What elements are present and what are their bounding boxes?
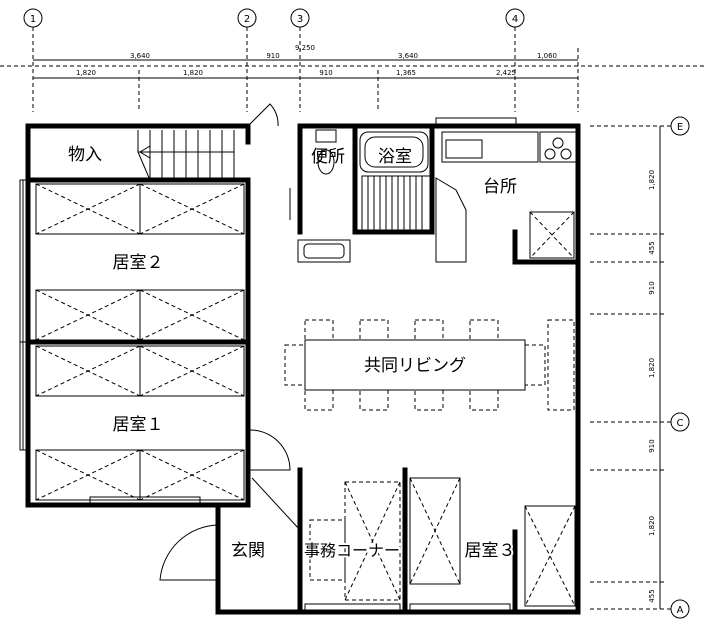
toilet-icon bbox=[317, 149, 335, 175]
door-swing-entry bbox=[247, 429, 291, 471]
dim-right-6: 1,820 bbox=[648, 516, 656, 536]
dim-total: 9,250 bbox=[295, 44, 315, 52]
washbasin-icon bbox=[297, 239, 351, 263]
dim-top-2-3: 910 bbox=[319, 69, 332, 77]
room-label-kitchen: 台所 bbox=[483, 177, 517, 197]
grid-label-1: 1 bbox=[30, 14, 36, 25]
doors bbox=[159, 103, 301, 581]
room-labels: 物入 便所 浴室 台所 居室２ 共同リビング 居室１ 玄関 事務コーナー 居室３ bbox=[68, 145, 518, 563]
grid-label-C: C bbox=[677, 418, 684, 429]
dim-top-1-3: 3,640 bbox=[398, 52, 418, 60]
room-label-room1: 居室１ bbox=[113, 415, 164, 435]
grid-axes-top: 1 2 3 4 bbox=[23, 8, 579, 112]
grid-label-A: A bbox=[677, 605, 684, 616]
dim-top-2-2: 1,820 bbox=[183, 69, 203, 77]
closets bbox=[35, 183, 576, 607]
dim-right-1: 1,820 bbox=[648, 170, 656, 190]
dim-top-1-4: 1,060 bbox=[537, 52, 557, 60]
dimensions-top: 9,250 3,640 910 3,640 1,060 1,820 1,820 … bbox=[0, 44, 706, 79]
room-label-office: 事務コーナー bbox=[304, 541, 400, 560]
kitchen-counter bbox=[441, 131, 539, 163]
room-label-toilet: 便所 bbox=[311, 147, 345, 167]
room-label-entrance: 玄関 bbox=[231, 541, 265, 561]
dim-right-5: 910 bbox=[648, 439, 656, 452]
dim-right-3: 910 bbox=[648, 281, 656, 294]
dim-right-7: 455 bbox=[648, 589, 656, 602]
dim-top-1-1: 3,640 bbox=[130, 52, 150, 60]
room-label-bath: 浴室 bbox=[378, 147, 412, 167]
stairs bbox=[137, 130, 431, 231]
door-swing-entrance bbox=[159, 524, 219, 581]
windows bbox=[19, 117, 517, 615]
grid-label-3: 3 bbox=[297, 14, 303, 25]
exterior-walls bbox=[25, 123, 581, 615]
room-label-living: 共同リビング bbox=[364, 356, 466, 376]
interior-walls bbox=[25, 123, 581, 615]
living-furniture bbox=[284, 319, 575, 581]
room-label-room3: 居室３ bbox=[465, 541, 516, 561]
room-label-storage: 物入 bbox=[68, 145, 102, 165]
dim-top-1-2: 910 bbox=[266, 52, 279, 60]
dim-top-2-1: 1,820 bbox=[76, 69, 96, 77]
grid-axes-right: E C A 1,820 455 910 1,820 910 1,820 455 bbox=[590, 116, 690, 619]
grid-label-E: E bbox=[677, 122, 683, 133]
fixtures bbox=[297, 129, 577, 263]
grid-label-4: 4 bbox=[512, 14, 518, 25]
stove-icon bbox=[539, 131, 577, 163]
door-swing-top bbox=[247, 103, 279, 127]
dim-top-2-4: 1,365 bbox=[396, 69, 416, 77]
bathtub-icon bbox=[359, 131, 429, 173]
room-label-room2: 居室２ bbox=[113, 253, 164, 273]
grid-label-2: 2 bbox=[244, 14, 250, 25]
dim-right-2: 455 bbox=[648, 241, 656, 254]
dim-top-2-5: 2,425 bbox=[496, 69, 516, 77]
dim-right-4: 1,820 bbox=[648, 358, 656, 378]
